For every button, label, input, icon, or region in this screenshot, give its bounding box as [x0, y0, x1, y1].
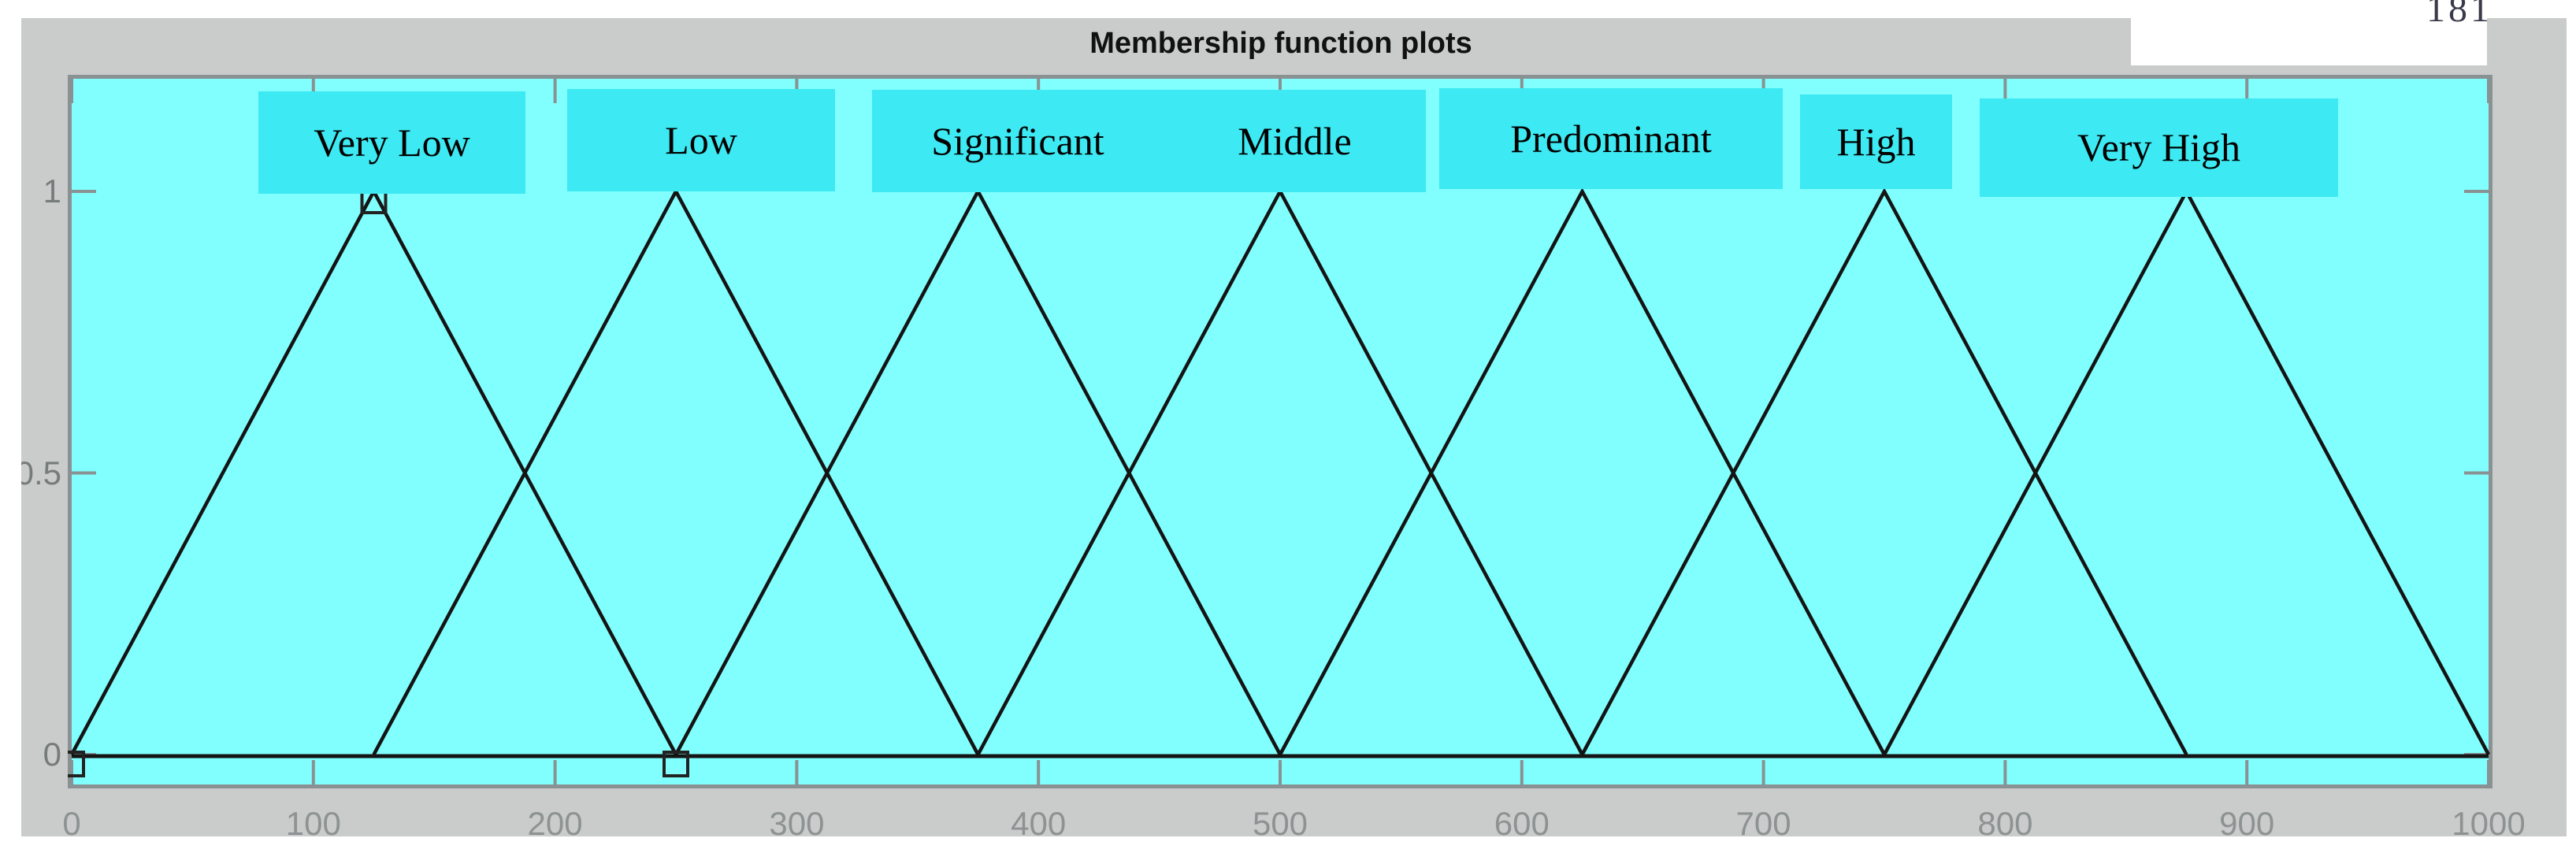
x-tick-label-900: 900	[2219, 805, 2275, 842]
selected-mf-vertex-handle[interactable]	[663, 751, 689, 777]
x-tick-label-100: 100	[285, 805, 341, 842]
mf-label-predominant[interactable]: Predominant	[1439, 88, 1783, 189]
y-tick-label-0.5: 0.5	[21, 454, 61, 491]
y-tick-label-1: 1	[43, 172, 61, 210]
x-tick-label-300: 300	[769, 805, 825, 842]
mf-curve-significant[interactable]	[674, 187, 1282, 756]
selected-mf-vertex-handle[interactable]	[68, 751, 85, 777]
mf-label-low[interactable]: Low	[567, 89, 835, 191]
x-tick-label-200: 200	[527, 805, 583, 842]
mf-label-very-low[interactable]: Very Low	[258, 91, 525, 194]
mf-label-high[interactable]: High	[1800, 95, 1952, 189]
y-tick-label-0: 0	[43, 736, 61, 773]
mf-label-very-high[interactable]: Very High	[1980, 98, 2338, 197]
mf-curve-high[interactable]	[1580, 187, 2188, 756]
mf-curve-middle[interactable]	[976, 187, 1584, 756]
x-tick-label-400: 400	[1011, 805, 1067, 842]
x-tick-label-1000: 1000	[2452, 805, 2526, 842]
mf-label-middle[interactable]: Middle	[1164, 90, 1426, 192]
mf-curve-low[interactable]	[372, 187, 980, 756]
x-tick-label-700: 700	[1735, 805, 1791, 842]
mf-label-significant[interactable]: Significant	[872, 90, 1164, 192]
mf-curve-predominant[interactable]	[1279, 187, 1886, 756]
x-tick-label-800: 800	[1977, 805, 2033, 842]
plot-title: Membership function plots	[1089, 27, 1472, 60]
page-white-patch	[2131, 0, 2487, 65]
x-tick-label-600: 600	[1494, 805, 1550, 842]
x-tick-label-500: 500	[1252, 805, 1308, 842]
x-tick-label-0: 0	[62, 805, 81, 842]
mf-curve-very-low[interactable]	[70, 187, 677, 756]
mf-curve-very-high[interactable]	[1883, 187, 2490, 756]
page-number-fragment: 181	[2426, 0, 2492, 30]
